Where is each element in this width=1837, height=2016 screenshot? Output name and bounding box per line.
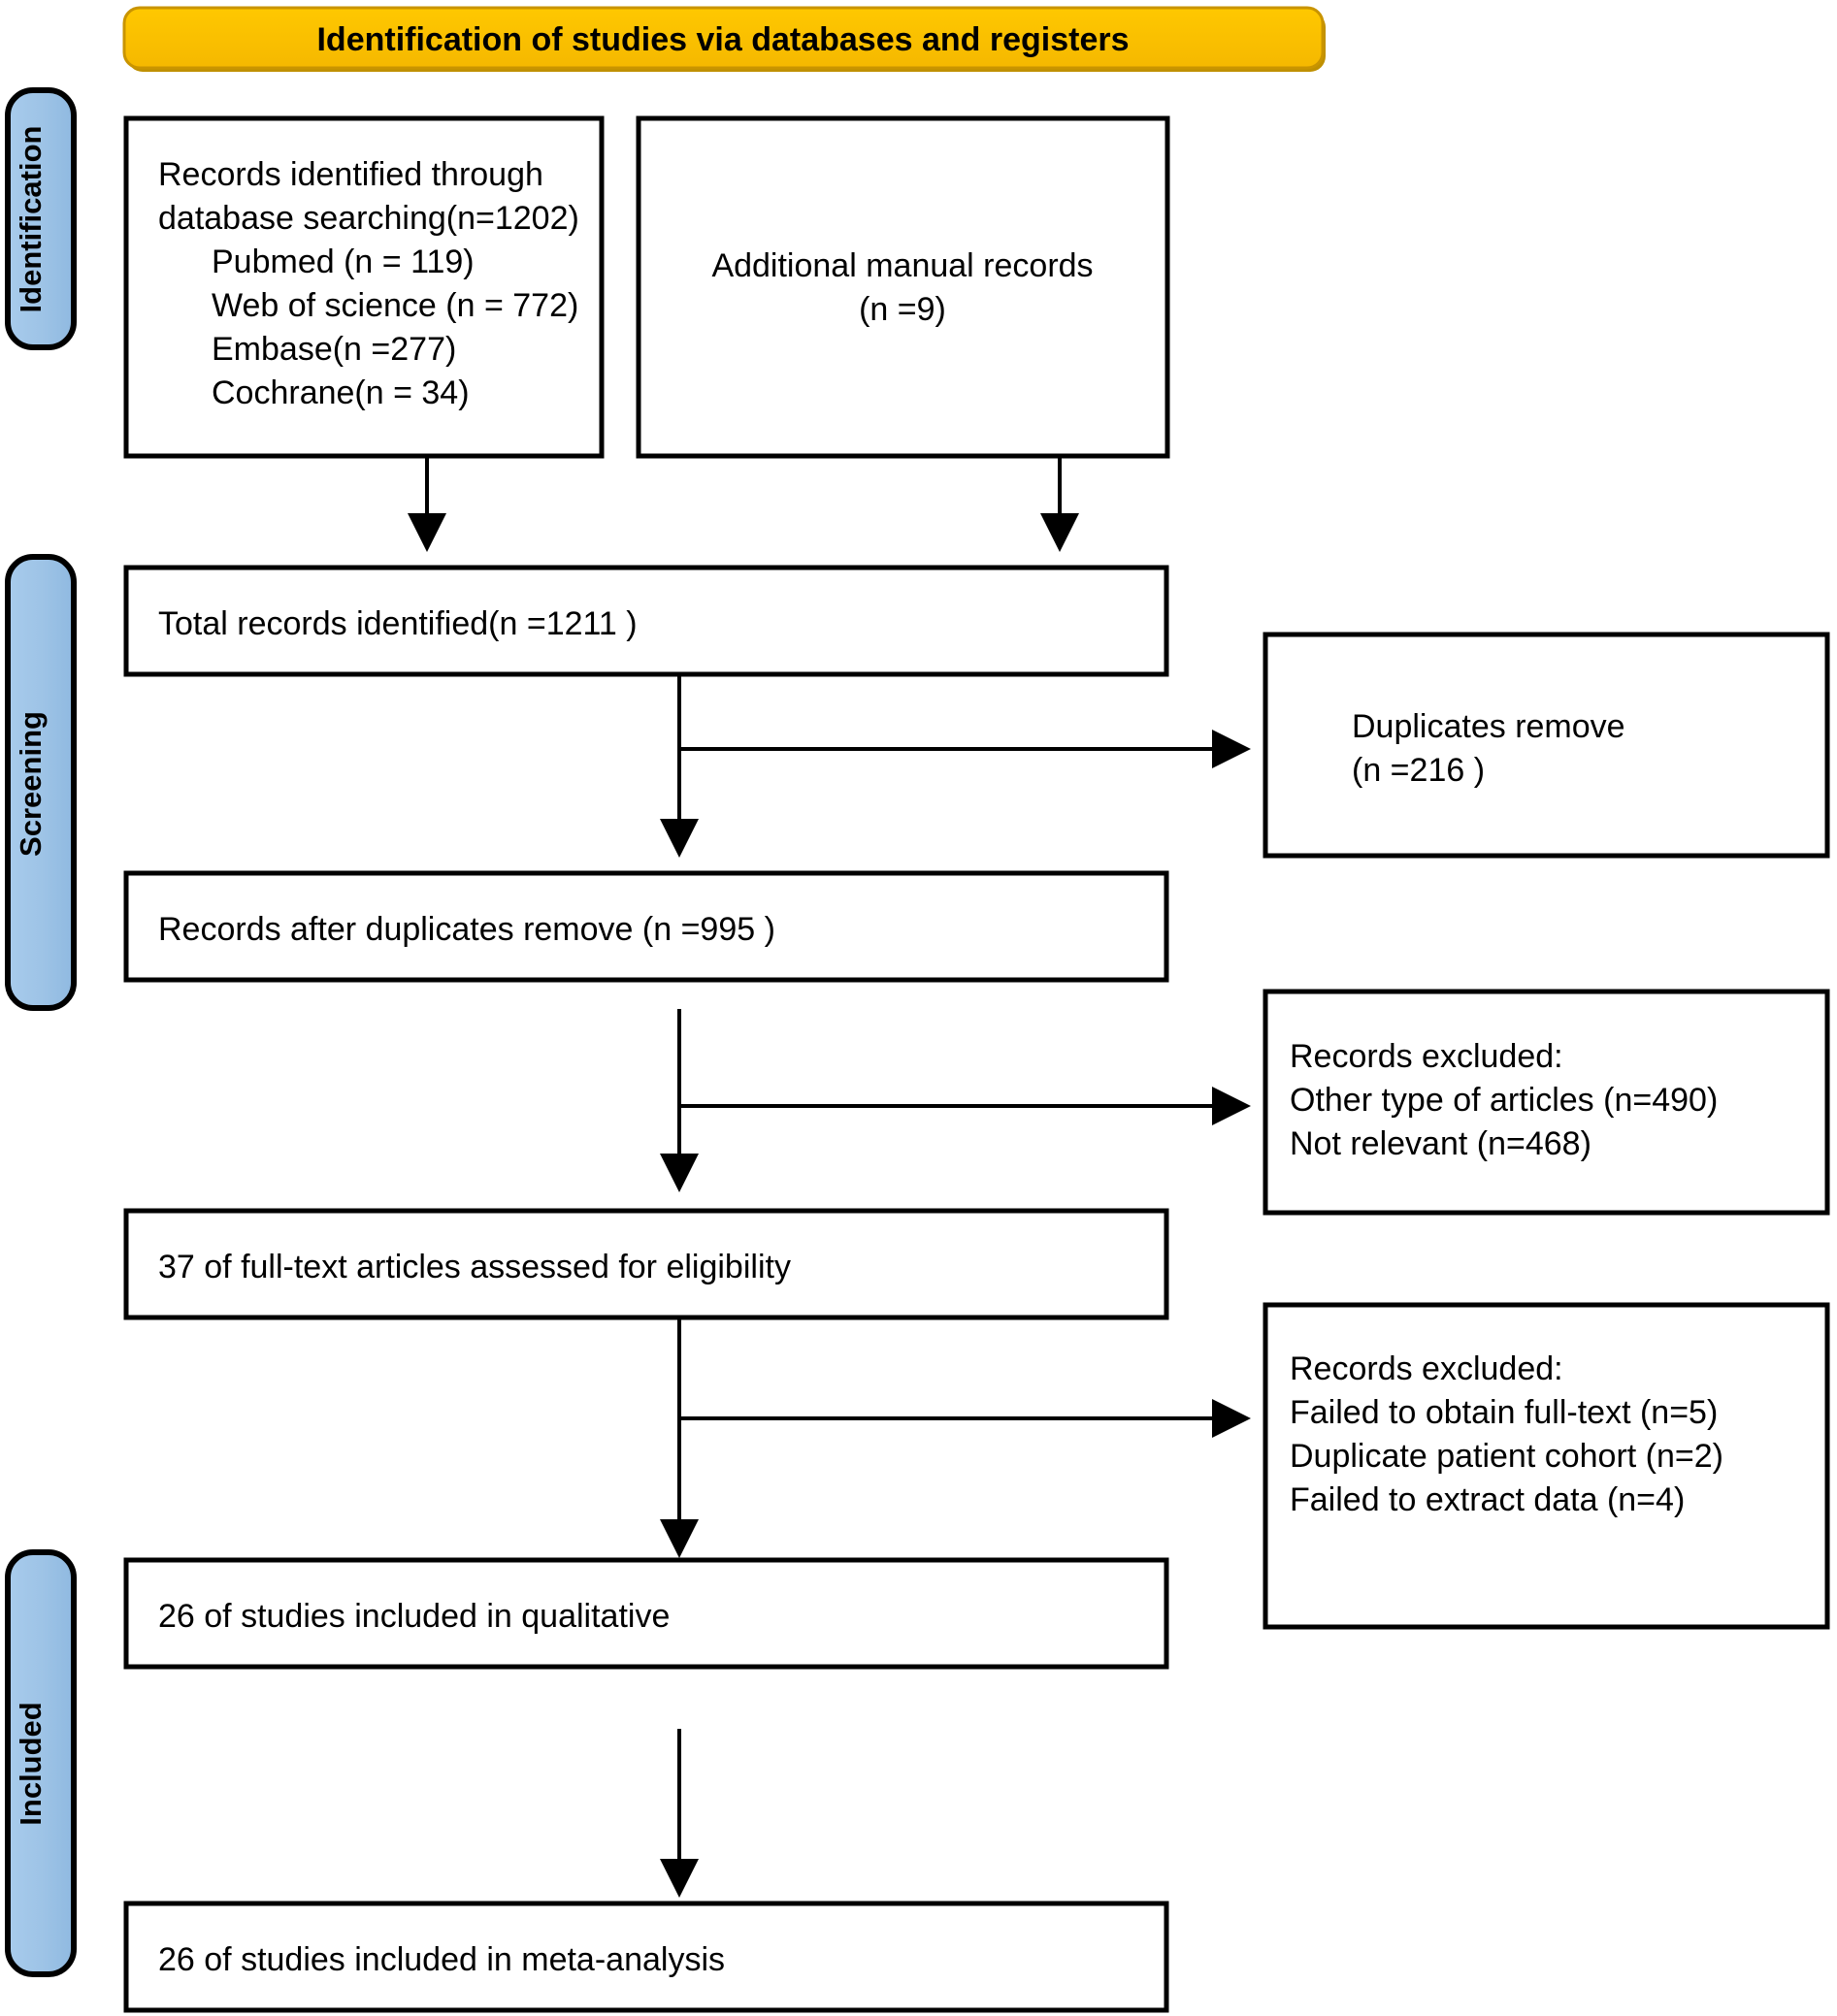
banner-label: Identification of studies via databases … — [316, 21, 1129, 58]
stage-bar-included-shape — [5, 1549, 77, 1977]
box-duplicates-removed: Duplicates remove (n =216 ) — [1263, 632, 1830, 859]
stage-label-included: Included — [14, 1702, 48, 1825]
box-records-after-duplicates: Records after duplicates remove (n =995 … — [123, 870, 1169, 983]
records-identified-line-3: Web of science (n = 772) — [212, 287, 578, 324]
stage-label-screening: Screening — [14, 711, 48, 857]
stage-label-identification: Identification — [14, 126, 48, 313]
records-identified-line-4: Embase(n =277) — [212, 331, 456, 368]
total-records-line-0: Total records identified(n =1211 ) — [158, 605, 638, 642]
records-excluded-screening-line-1: Other type of articles (n=490) — [1290, 1082, 1718, 1119]
records-excluded-eligibility-line-2: Duplicate patient cohort (n=2) — [1290, 1438, 1723, 1475]
box-additional-manual-records-shape — [636, 115, 1170, 459]
records-excluded-screening-line-2: Not relevant (n=468) — [1290, 1125, 1591, 1162]
stage-bar-identification-shape — [5, 87, 77, 350]
box-records-excluded-eligibility: Records excluded: Failed to obtain full-… — [1263, 1302, 1830, 1630]
box-full-text-assessed: 37 of full-text articles assessed for el… — [123, 1208, 1169, 1320]
stage-bar-included: Included — [5, 1549, 77, 1977]
box-included-qualitative-shape — [123, 1557, 1169, 1670]
records-after-duplicates-line-0: Records after duplicates remove (n =995 … — [158, 911, 775, 948]
box-records-after-duplicates-shape — [123, 870, 1169, 983]
full-text-assessed-line-0: 37 of full-text articles assessed for el… — [158, 1249, 791, 1285]
records-identified-line-1: database searching(n=1202) — [158, 200, 579, 237]
box-additional-manual-records: Additional manual records (n =9) — [636, 115, 1170, 459]
box-total-records: Total records identified(n =1211 ) — [123, 565, 1169, 677]
records-identified-line-2: Pubmed (n = 119) — [212, 244, 475, 280]
box-full-text-assessed-shape — [123, 1208, 1169, 1320]
box-records-excluded-screening: Records excluded: Other type of articles… — [1263, 989, 1830, 1216]
records-excluded-eligibility-line-1: Failed to obtain full-text (n=5) — [1290, 1394, 1718, 1431]
box-records-identified-shape — [123, 115, 605, 459]
included-meta-analysis-line-0: 26 of studies included in meta-analysis — [158, 1941, 725, 1978]
banner-fill — [122, 6, 1325, 70]
title-banner: Identification of studies via databases … — [122, 6, 1326, 72]
records-identified-line-5: Cochrane(n = 34) — [212, 374, 470, 411]
duplicates-removed-line-1: (n =216 ) — [1352, 752, 1485, 789]
additional-manual-line-0: Additional manual records — [711, 247, 1093, 284]
box-included-meta-analysis-shape — [123, 1901, 1169, 2013]
box-records-identified: Records identified through database sear… — [123, 115, 605, 459]
box-records-excluded-screening-shape — [1263, 989, 1830, 1216]
box-duplicates-removed-shape — [1263, 632, 1830, 859]
duplicates-removed-line-0: Duplicates remove — [1352, 708, 1625, 745]
box-included-qualitative: 26 of studies included in qualitative — [123, 1557, 1169, 1670]
flow-connectors — [408, 456, 1251, 1898]
additional-manual-line-1: (n =9) — [859, 291, 946, 328]
included-qualitative-line-0: 26 of studies included in qualitative — [158, 1598, 670, 1635]
records-excluded-eligibility-line-3: Failed to extract data (n=4) — [1290, 1481, 1685, 1518]
box-total-records-shape — [123, 565, 1169, 677]
records-identified-line-0: Records identified through — [158, 156, 543, 193]
box-included-meta-analysis: 26 of studies included in meta-analysis — [123, 1901, 1169, 2013]
records-excluded-screening-line-0: Records excluded: — [1290, 1038, 1563, 1075]
stage-bar-screening: Screening — [5, 554, 77, 1011]
stage-bar-identification: Identification — [5, 87, 77, 350]
box-records-excluded-eligibility-shape — [1263, 1302, 1830, 1630]
records-excluded-eligibility-line-0: Records excluded: — [1290, 1350, 1563, 1387]
stage-bar-screening-shape — [5, 554, 77, 1011]
